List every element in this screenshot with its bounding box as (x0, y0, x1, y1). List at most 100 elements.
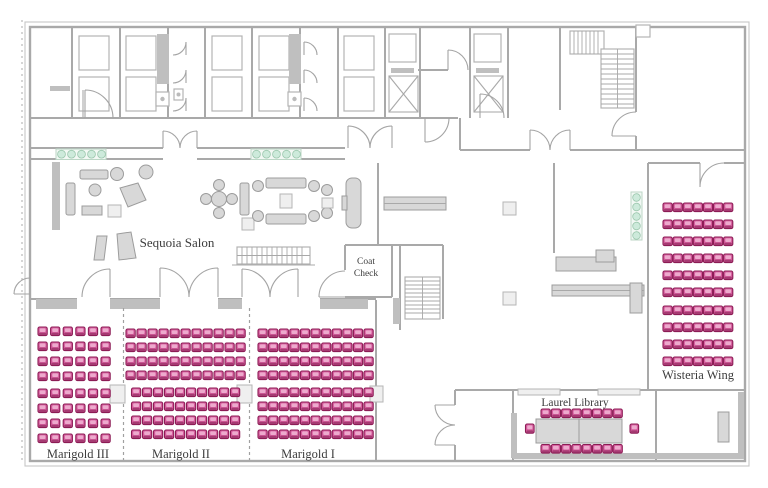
chair (682, 270, 693, 281)
chair (158, 342, 169, 353)
chair (62, 403, 73, 414)
chair (207, 429, 219, 440)
chair (147, 342, 158, 353)
chair (692, 305, 704, 316)
chair (712, 253, 724, 264)
label-wisteria-wing: Wisteria Wing (662, 368, 735, 382)
chair (682, 236, 693, 247)
banquet-table (265, 213, 307, 225)
shaft-rooms (50, 24, 651, 118)
chair (363, 356, 374, 367)
chair (191, 356, 202, 367)
stairs-top-right (569, 30, 635, 109)
chair (213, 328, 224, 339)
riser (93, 235, 108, 261)
chair (662, 236, 673, 247)
column (502, 201, 517, 216)
chair (100, 418, 111, 429)
chair (299, 415, 311, 426)
chair (692, 339, 704, 350)
chair (672, 287, 683, 298)
chair (672, 356, 683, 367)
window-planters (55, 148, 302, 160)
chair (185, 415, 197, 426)
chair (218, 387, 230, 398)
chair (87, 388, 99, 399)
column (109, 384, 126, 404)
chair (191, 370, 202, 381)
laurel-library-room: Laurel Library (511, 388, 744, 460)
chair (87, 356, 99, 367)
chair (218, 415, 230, 426)
chair (213, 356, 224, 367)
chair (278, 342, 289, 353)
wall-stub (50, 86, 70, 91)
chair (163, 415, 175, 426)
chair (723, 219, 734, 230)
chair (136, 342, 147, 353)
chair (342, 401, 353, 412)
chair (672, 236, 683, 247)
chaise (119, 182, 147, 208)
chair (662, 339, 673, 350)
chair (218, 401, 230, 412)
chair (278, 356, 289, 367)
chair (130, 429, 142, 440)
chair (202, 370, 213, 381)
chair (130, 401, 142, 412)
chair (235, 342, 246, 353)
chair (672, 305, 683, 316)
chair (692, 202, 704, 213)
chair (257, 415, 268, 426)
chair (75, 326, 86, 337)
chair (202, 328, 213, 339)
chair (229, 429, 241, 440)
corridor-double-door (434, 404, 456, 446)
exterior-face-line (24, 21, 750, 467)
chair (141, 387, 153, 398)
chair (158, 356, 169, 367)
chair (310, 370, 321, 381)
chair (37, 371, 48, 382)
chair (672, 202, 683, 213)
chair (235, 370, 246, 381)
chair (561, 443, 572, 454)
chair (235, 328, 246, 339)
center-table (279, 193, 293, 209)
chair (692, 287, 704, 298)
chair (152, 415, 164, 426)
chair (50, 356, 61, 367)
chair (540, 408, 551, 419)
chair (158, 370, 169, 381)
chair (352, 328, 364, 339)
chair (723, 253, 734, 264)
label-marigold-i: Marigold I (281, 447, 335, 461)
chair (224, 328, 235, 339)
chair (299, 387, 311, 398)
top-service-band (30, 24, 745, 151)
duct-shaft (157, 34, 169, 84)
chair (289, 429, 300, 440)
chair (310, 401, 321, 412)
chair (612, 408, 623, 419)
chair (524, 423, 535, 434)
chair (202, 342, 213, 353)
chair (224, 370, 235, 381)
chair (196, 415, 208, 426)
chair (268, 356, 279, 367)
seating-laurel-library (524, 408, 640, 454)
chair (682, 219, 693, 230)
chair (268, 387, 279, 398)
sofa (239, 182, 250, 216)
counter-return (341, 195, 348, 211)
conference-table (578, 418, 623, 444)
chair (50, 403, 61, 414)
chair (37, 341, 48, 352)
chair (672, 339, 683, 350)
label-sequoia-salon: Sequoia Salon (140, 235, 215, 250)
lounge-chair (138, 164, 154, 180)
chair (37, 326, 48, 337)
chair (62, 371, 73, 382)
chair (692, 219, 704, 230)
chair (202, 356, 213, 367)
